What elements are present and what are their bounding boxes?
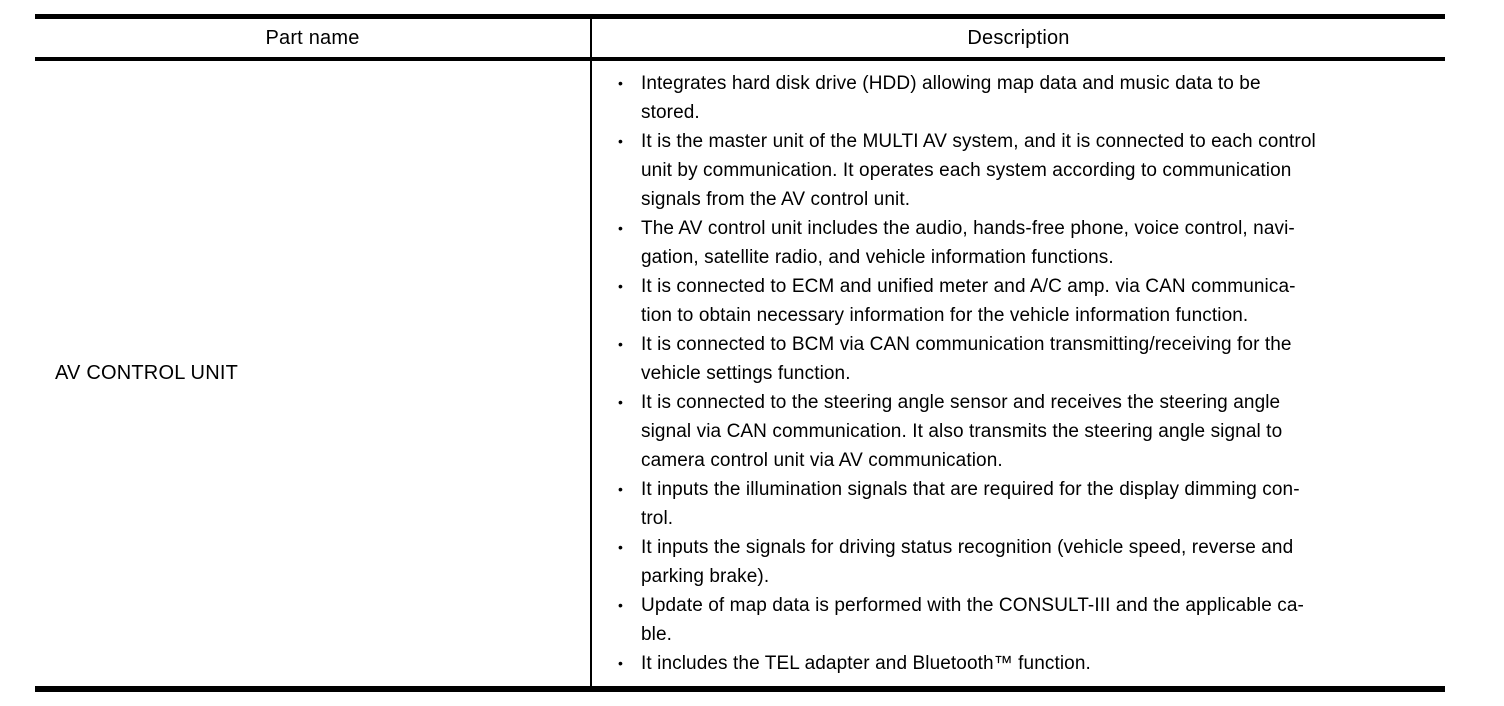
description-bullet-item: • It is connected to ECM and unified mete… [618, 272, 1439, 330]
description-bullet-item: • Integrates hard disk drive (HDD) allowi… [618, 69, 1439, 127]
bullet-text: Integrates hard disk drive (HDD) allowin… [641, 73, 1261, 123]
bullet-icon: • [618, 655, 623, 671]
description-bullet-item: • It inputs the signals for driving statu… [618, 533, 1439, 591]
table-header-row: Part name Description [35, 19, 1445, 61]
table-row: AV CONTROL UNIT • Integrates hard disk dr… [35, 61, 1445, 686]
bullet-text: It inputs the illumination signals that … [641, 479, 1300, 529]
bullet-text: It is connected to BCM via CAN communica… [641, 334, 1292, 384]
bullet-text: The AV control unit includes the audio, … [641, 218, 1295, 268]
bullet-icon: • [618, 133, 623, 149]
description-bullet-item: • The AV control unit includes the audio,… [618, 214, 1439, 272]
description-bullet-item: • Update of map data is performed with th… [618, 591, 1439, 649]
description-bullet-item: • It is connected to the steering angle s… [618, 388, 1439, 475]
bullet-text: It is connected to the steering angle se… [641, 392, 1283, 471]
part-name-text: AV CONTROL UNIT [55, 362, 239, 384]
bullet-icon: • [618, 597, 623, 613]
bullet-text: It includes the TEL adapter and Bluetoot… [641, 653, 1091, 674]
description-bullet-item: • It is the master unit of the MULTI AV s… [618, 127, 1439, 214]
bullet-text: Update of map data is performed with the… [641, 595, 1304, 645]
bullet-icon: • [618, 336, 623, 352]
parts-description-table: Part name Description AV CONTROL UNIT • I… [35, 14, 1445, 692]
bullet-text: It inputs the signals for driving status… [641, 537, 1294, 587]
bullet-icon: • [618, 75, 623, 91]
bullet-text: It is connected to ECM and unified meter… [641, 276, 1296, 326]
bullet-icon: • [618, 278, 623, 294]
description-bullet-item: • It includes the TEL adapter and Bluetoo… [618, 649, 1439, 678]
bullet-icon: • [618, 539, 623, 555]
part-name-cell: AV CONTROL UNIT [35, 61, 592, 686]
bullet-text: It is the master unit of the MULTI AV sy… [641, 131, 1316, 210]
description-bullet-item: • It is connected to BCM via CAN communic… [618, 330, 1439, 388]
bullet-icon: • [618, 394, 623, 410]
bullet-icon: • [618, 220, 623, 236]
description-list: • Integrates hard disk drive (HDD) allowi… [592, 69, 1439, 678]
description-bullet-item: • It inputs the illumination signals that… [618, 475, 1439, 533]
bullet-icon: • [618, 481, 623, 497]
column-header-description: Description [967, 26, 1070, 49]
column-header-part-name: Part name [35, 19, 592, 57]
description-cell: • Integrates hard disk drive (HDD) allowi… [592, 61, 1445, 686]
